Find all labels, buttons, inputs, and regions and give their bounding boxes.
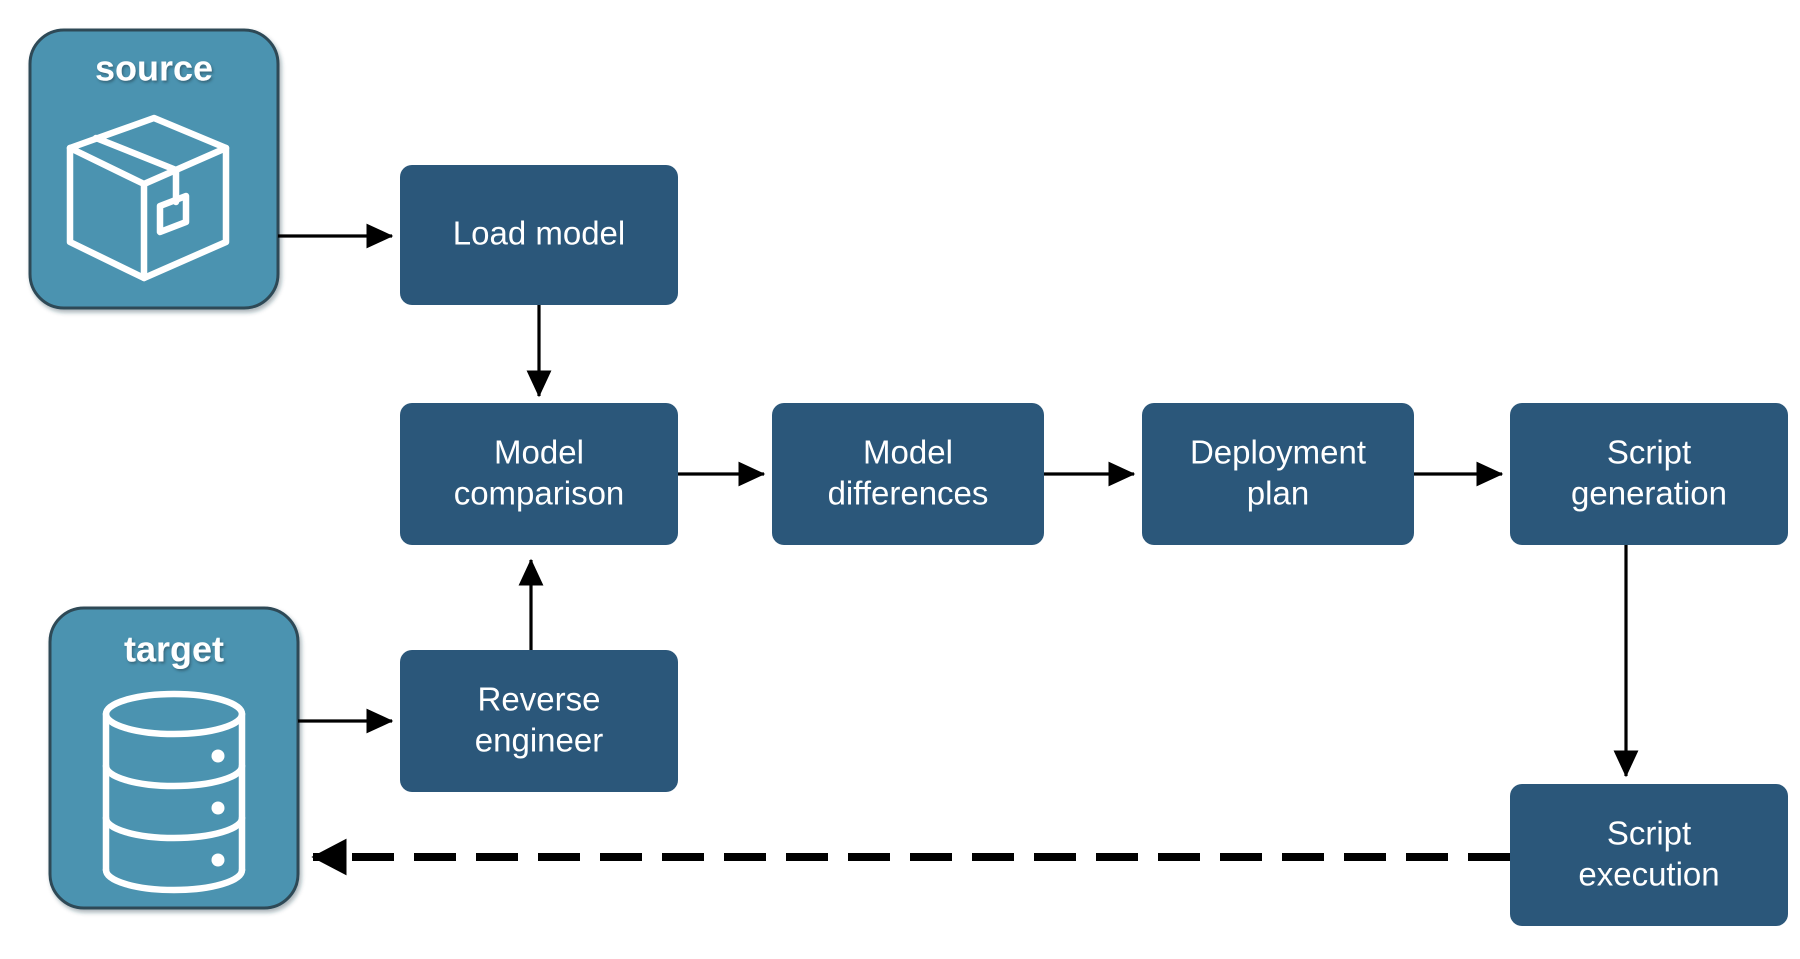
model-differences-label-line2: differences [828,475,989,512]
process-model-differences[interactable]: Model differences [772,403,1044,545]
script-generation-box [1510,403,1788,545]
deployment-plan-label-line2: plan [1247,475,1309,512]
load-model-label: Load model [453,215,625,252]
model-comparison-box [400,403,678,545]
source-card-body [28,28,280,310]
load-model-box [400,165,678,305]
endpoint-target[interactable]: target [48,606,300,910]
process-reverse-engineer[interactable]: Reverse engineer [400,650,678,792]
script-generation-label-line1: Script [1607,434,1691,471]
process-model-comparison[interactable]: Model comparison [400,403,678,545]
process-script-generation[interactable]: Script generation [1510,403,1788,545]
process-script-execution[interactable]: Script execution [1510,784,1788,926]
package-box-icon [66,114,230,282]
database-cylinder-icon [102,690,246,894]
model-differences-label-line1: Model [863,434,953,471]
target-label: target [124,629,224,670]
model-comparison-label-line1: Model [494,434,584,471]
process-deployment-plan[interactable]: Deployment plan [1142,403,1414,545]
deployment-plan-label-line1: Deployment [1190,434,1366,471]
reverse-engineer-label-line1: Reverse [478,681,601,718]
source-label: source [95,48,213,89]
deployment-plan-box [1142,403,1414,545]
model-differences-box [772,403,1044,545]
model-comparison-label-line2: comparison [454,475,625,512]
target-card-body [48,606,300,910]
script-generation-label-line2: generation [1571,475,1727,512]
script-execution-label-line1: Script [1607,815,1691,852]
reverse-engineer-box [400,650,678,792]
endpoint-source[interactable]: source [28,28,280,310]
process-load-model[interactable]: Load model [400,165,678,305]
reverse-engineer-label-line2: engineer [475,722,603,759]
script-execution-label-line2: execution [1578,856,1719,893]
script-execution-box [1510,784,1788,926]
